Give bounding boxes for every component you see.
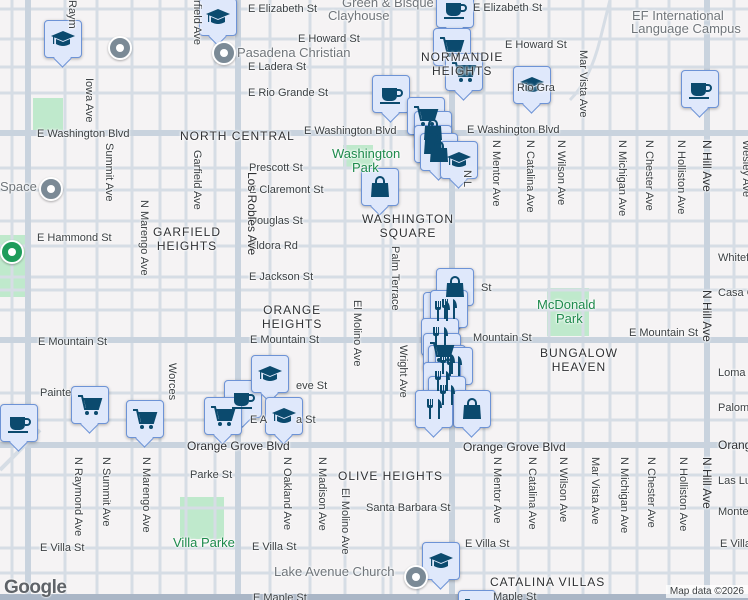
- school-icon: [520, 77, 544, 92]
- cart-icon: [211, 406, 236, 426]
- restaurant-marker[interactable]: [415, 390, 453, 428]
- cart-marker[interactable]: [458, 590, 496, 600]
- street: [568, 0, 612, 102]
- bag-icon: [446, 276, 464, 297]
- cafe-marker[interactable]: [681, 70, 719, 108]
- freeway: [0, 594, 748, 600]
- school-icon: [272, 408, 296, 423]
- school-marker[interactable]: [199, 0, 237, 36]
- restaurant-icon: [433, 327, 448, 347]
- cafe-icon: [380, 88, 403, 104]
- cafe-icon: [8, 417, 31, 433]
- cart-icon: [133, 409, 158, 429]
- bag-marker[interactable]: [420, 133, 458, 171]
- school-icon: [51, 31, 75, 46]
- cafe-icon: [232, 393, 255, 409]
- cafe-marker[interactable]: [372, 75, 410, 113]
- place-pin-icon[interactable]: [404, 565, 428, 589]
- map-attribution[interactable]: Map data ©2026: [665, 585, 748, 598]
- cart-icon: [414, 106, 439, 126]
- cart-icon: [452, 62, 477, 82]
- restaurant-icon: [435, 371, 450, 391]
- bag-marker[interactable]: [453, 390, 491, 428]
- restaurant-icon: [447, 356, 462, 376]
- bag-icon: [371, 176, 389, 197]
- cafe-icon: [444, 3, 467, 19]
- place-pin-icon[interactable]: [212, 41, 236, 65]
- school-marker[interactable]: [44, 20, 82, 58]
- bag-icon: [463, 398, 481, 419]
- school-icon: [429, 553, 453, 568]
- school-marker[interactable]: [513, 66, 551, 104]
- restaurant-icon: [442, 299, 457, 319]
- cart-icon: [465, 599, 471, 600]
- park-area: [33, 98, 63, 134]
- school-marker[interactable]: [251, 355, 289, 393]
- restaurant-icon: [440, 385, 455, 405]
- school-icon: [206, 9, 230, 24]
- bag-marker[interactable]: [361, 168, 399, 206]
- bag-icon: [430, 141, 448, 162]
- cart-marker[interactable]: [126, 400, 164, 438]
- cart-icon: [78, 395, 103, 415]
- school-marker[interactable]: [422, 542, 460, 580]
- school-marker[interactable]: [440, 141, 478, 179]
- school-icon: [447, 152, 471, 167]
- cafe-marker[interactable]: [436, 0, 474, 28]
- cart-icon: [440, 37, 465, 57]
- cart-marker[interactable]: [445, 53, 483, 91]
- school-icon: [258, 366, 282, 381]
- park-area: [343, 145, 373, 167]
- school-marker[interactable]: [265, 397, 303, 435]
- cafe-icon: [689, 83, 712, 99]
- place-pin-icon[interactable]: [108, 36, 132, 60]
- place-pin-icon[interactable]: [39, 177, 63, 201]
- cart-marker[interactable]: [204, 397, 242, 435]
- cart-marker[interactable]: [71, 386, 109, 424]
- place-pin-icon[interactable]: [0, 240, 24, 264]
- google-logo[interactable]: Google: [4, 577, 67, 598]
- restaurant-icon: [427, 399, 442, 419]
- cafe-marker[interactable]: [0, 404, 38, 442]
